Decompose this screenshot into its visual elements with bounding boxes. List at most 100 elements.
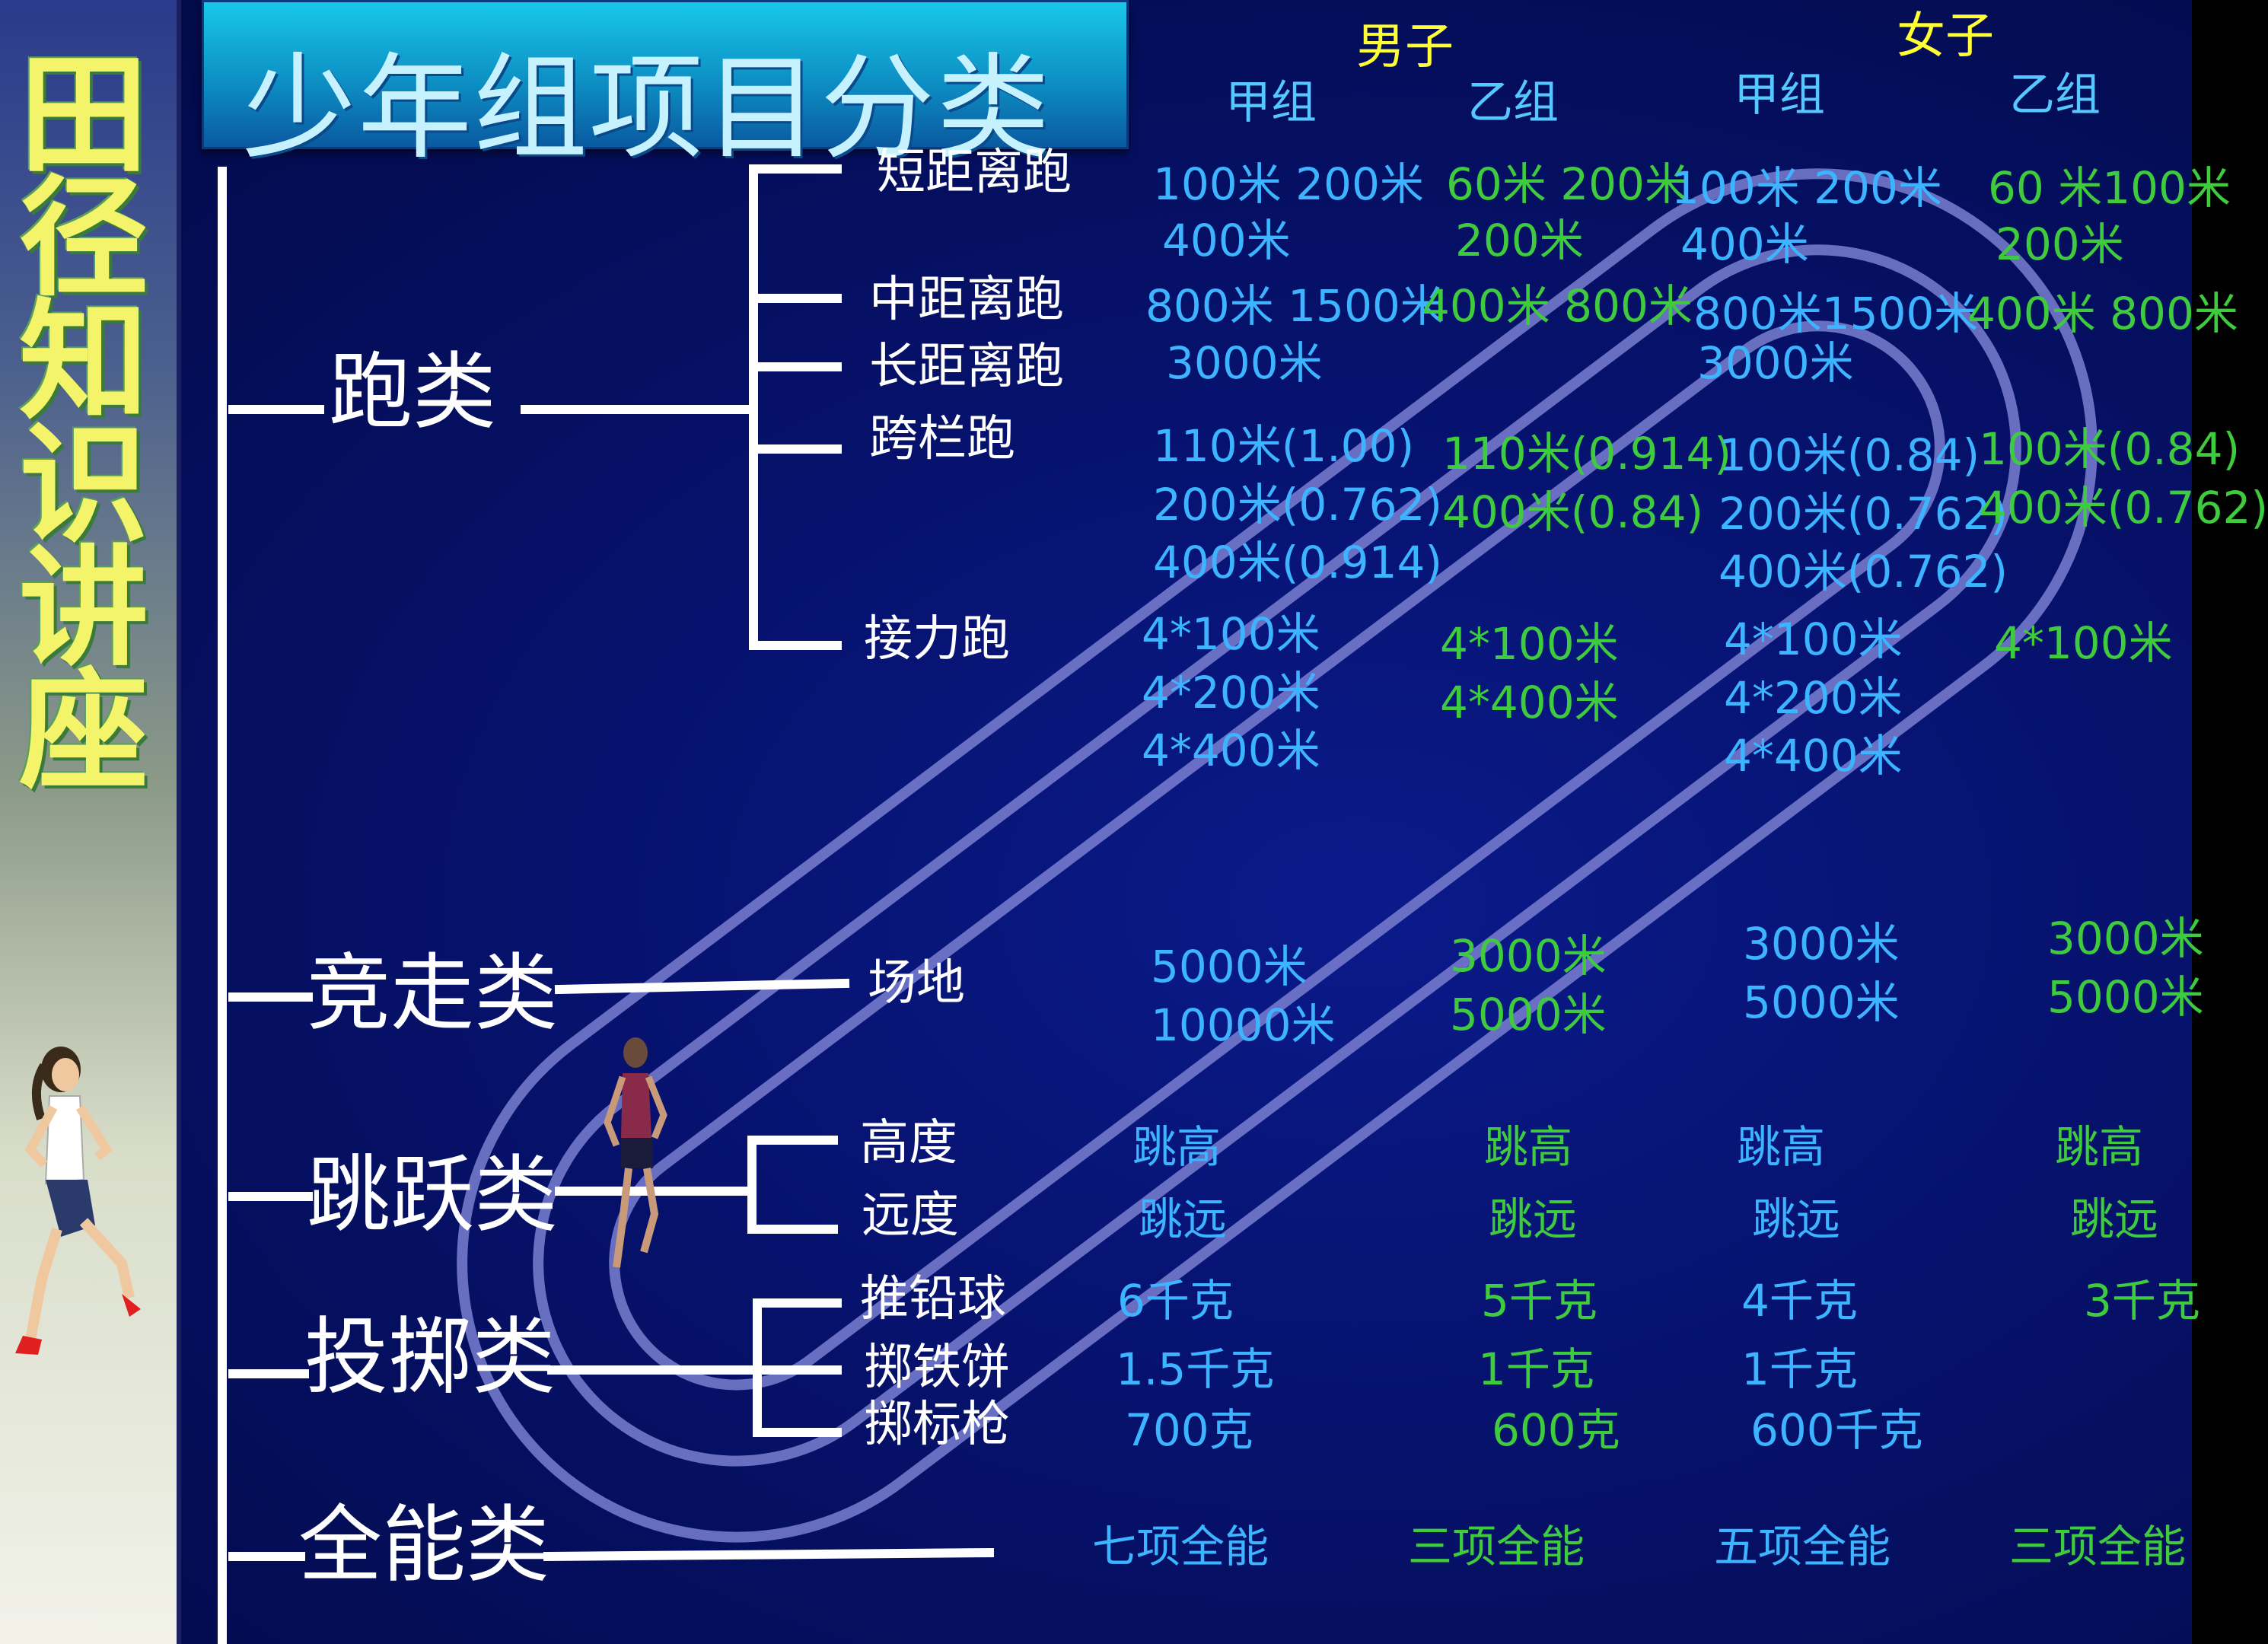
category-jumping: 跳跃类 xyxy=(307,1146,558,1244)
cell-line: 10000米 xyxy=(1151,999,1336,1051)
cell-shot-women-b: 3千克 xyxy=(2084,1275,2200,1327)
cell-sprint-men-b: 60米 200米 200米 xyxy=(1446,156,1689,269)
cell-line: 60 米100米 xyxy=(1988,162,2231,214)
title-char: 讲 xyxy=(18,532,148,684)
cell-walk-men-b: 3000米 5000米 xyxy=(1450,927,1607,1043)
sub-discus: 掷铁饼 xyxy=(864,1340,1010,1396)
cell-height-men-b: 跳高 xyxy=(1484,1121,1573,1173)
sub-distance: 远度 xyxy=(862,1187,959,1244)
cell-line: 3000米 xyxy=(1743,918,1900,970)
title-banner: 少年组项目分类 xyxy=(202,0,1129,175)
cell-relay-men-a: 4*100米 4*200米 4*400米 xyxy=(1142,605,1320,780)
cell-hurdles-men-a: 110米(1.00) 200米(0.762) 400米(0.914) xyxy=(1153,417,1442,592)
running-track-graphic xyxy=(457,168,2098,1543)
cell-line: 5000米 xyxy=(1743,976,1900,1028)
cell-middle-women-a: 800米1500米 xyxy=(1693,288,1979,339)
cell-walk-men-a: 5000米 10000米 xyxy=(1151,938,1336,1054)
cell-line: 400米(0.762) xyxy=(1979,481,2268,534)
runner-girl-icon xyxy=(15,1047,141,1355)
cell-hurdles-women-a: 100米(0.84) 200米(0.762) 400米(0.762) xyxy=(1719,426,2008,601)
cell-discus-men-b: 1千克 xyxy=(1478,1343,1594,1395)
cell-line: 4*400米 xyxy=(1724,730,1903,782)
cell-discus-men-a: 1.5千克 xyxy=(1116,1343,1275,1395)
runner-man-icon xyxy=(604,1037,667,1268)
cell-javelin-women-a: 600千克 xyxy=(1750,1404,1923,1456)
cell-walk-women-a: 3000米 5000米 xyxy=(1743,915,1900,1031)
header-men: 男子 xyxy=(1356,19,1454,75)
cell-middle-men-b: 400米 800米 xyxy=(1422,280,1693,332)
cell-sprint-men-a: 100米 200米 400米 xyxy=(1153,156,1424,269)
sub-shot: 推铅球 xyxy=(860,1271,1006,1327)
cell-relay-women-b: 4*100米 xyxy=(1994,617,2173,669)
header-women: 女子 xyxy=(1897,8,1994,65)
cell-line: 400米 xyxy=(1162,215,1291,267)
cell-line: 5000米 xyxy=(2047,970,2204,1023)
cell-combined-men-a: 七项全能 xyxy=(1092,1521,1269,1572)
cell-line: 100米 200米 xyxy=(1671,162,1942,214)
cell-line: 3000米 xyxy=(1450,930,1607,982)
sub-hurdles: 跨栏跑 xyxy=(869,411,1015,467)
title-char: 田 xyxy=(18,39,148,191)
cell-line: 110米(1.00) xyxy=(1153,420,1415,472)
cell-distance-men-a: 跳远 xyxy=(1139,1193,1228,1245)
cell-line: 400米(0.762) xyxy=(1719,546,2008,598)
header-women-b: 乙组 xyxy=(2009,68,2101,122)
track-lane-outer xyxy=(457,168,2098,1543)
cell-line: 4*100米 xyxy=(1724,613,1903,665)
title-char: 座 xyxy=(18,655,148,808)
header-women-a: 甲组 xyxy=(1734,68,1825,122)
page-title: 少年组项目分类 xyxy=(242,43,1053,175)
cell-line: 5000米 xyxy=(1151,941,1308,992)
cell-middle-men-a: 800米 1500米 xyxy=(1145,280,1445,332)
sub-javelin: 掷标枪 xyxy=(864,1397,1010,1453)
cell-long-women-a: 3000米 xyxy=(1697,337,1854,389)
branch-walking-right xyxy=(554,978,850,995)
cell-middle-women-b: 400米 800米 xyxy=(1967,288,2238,339)
title-char: 识 xyxy=(18,409,148,561)
cell-sprint-women-a: 100米 200米 400米 xyxy=(1671,160,1942,272)
cell-shot-men-b: 5千克 xyxy=(1481,1275,1597,1327)
cell-line: 100米(0.84) xyxy=(1719,429,1980,481)
cell-line: 200米(0.762) xyxy=(1153,478,1443,530)
cell-combined-women-a: 五项全能 xyxy=(1714,1521,1891,1572)
cell-discus-women-a: 1千克 xyxy=(1741,1343,1858,1395)
cell-line: 5000米 xyxy=(1450,988,1607,1040)
track-lane-middle xyxy=(533,244,2021,1467)
cell-line: 4*200米 xyxy=(1142,666,1320,718)
sub-middle: 中距离跑 xyxy=(869,272,1064,328)
cell-line: 4*400米 xyxy=(1142,725,1320,777)
cell-combined-men-b: 三项全能 xyxy=(1408,1521,1585,1572)
cell-distance-women-a: 跳远 xyxy=(1752,1193,1841,1245)
cell-walk-women-b: 3000米 5000米 xyxy=(2047,910,2204,1026)
branch-combined-right xyxy=(543,1547,995,1562)
cell-line: 400米(0.914) xyxy=(1153,537,1443,589)
cell-shot-men-a: 6千克 xyxy=(1117,1275,1234,1327)
cell-distance-women-b: 跳远 xyxy=(2070,1193,2159,1245)
cell-line: 4*200米 xyxy=(1724,671,1903,724)
cell-line: 4*100米 xyxy=(1142,608,1320,660)
cell-height-women-a: 跳高 xyxy=(1737,1121,1826,1173)
sub-field: 场地 xyxy=(868,955,965,1012)
cell-shot-women-a: 4千克 xyxy=(1741,1275,1858,1327)
header-men-b: 乙组 xyxy=(1467,76,1559,129)
cell-hurdles-men-b: 110米(0.914) 400米(0.84) xyxy=(1442,425,1731,541)
cell-height-men-a: 跳高 xyxy=(1132,1121,1222,1173)
track-lane-inner xyxy=(609,320,1945,1391)
cell-sprint-women-b: 60 米100米 200米 xyxy=(1988,160,2231,272)
title-char: 径 xyxy=(18,162,148,314)
cell-height-women-b: 跳高 xyxy=(2055,1121,2144,1173)
sub-height: 高度 xyxy=(860,1115,957,1171)
title-char: 知 xyxy=(18,285,148,438)
cell-line: 3000米 xyxy=(2047,913,2204,964)
category-throwing: 投掷类 xyxy=(304,1308,556,1406)
cell-javelin-men-b: 600克 xyxy=(1492,1404,1620,1456)
cell-line: 200米(0.762) xyxy=(1719,487,2008,540)
cell-hurdles-women-b: 100米(0.84) 400米(0.762) xyxy=(1979,420,2268,537)
cell-line: 60米 200米 xyxy=(1446,158,1689,210)
cell-line: 100米(0.84) xyxy=(1979,423,2241,475)
cell-relay-women-a: 4*100米 4*200米 4*400米 xyxy=(1724,610,1903,785)
cell-line: 400米(0.84) xyxy=(1442,486,1704,538)
cell-line: 200米 xyxy=(1455,215,1584,267)
category-running: 跑类 xyxy=(329,343,496,441)
cell-long-men-a: 3000米 xyxy=(1166,337,1323,389)
